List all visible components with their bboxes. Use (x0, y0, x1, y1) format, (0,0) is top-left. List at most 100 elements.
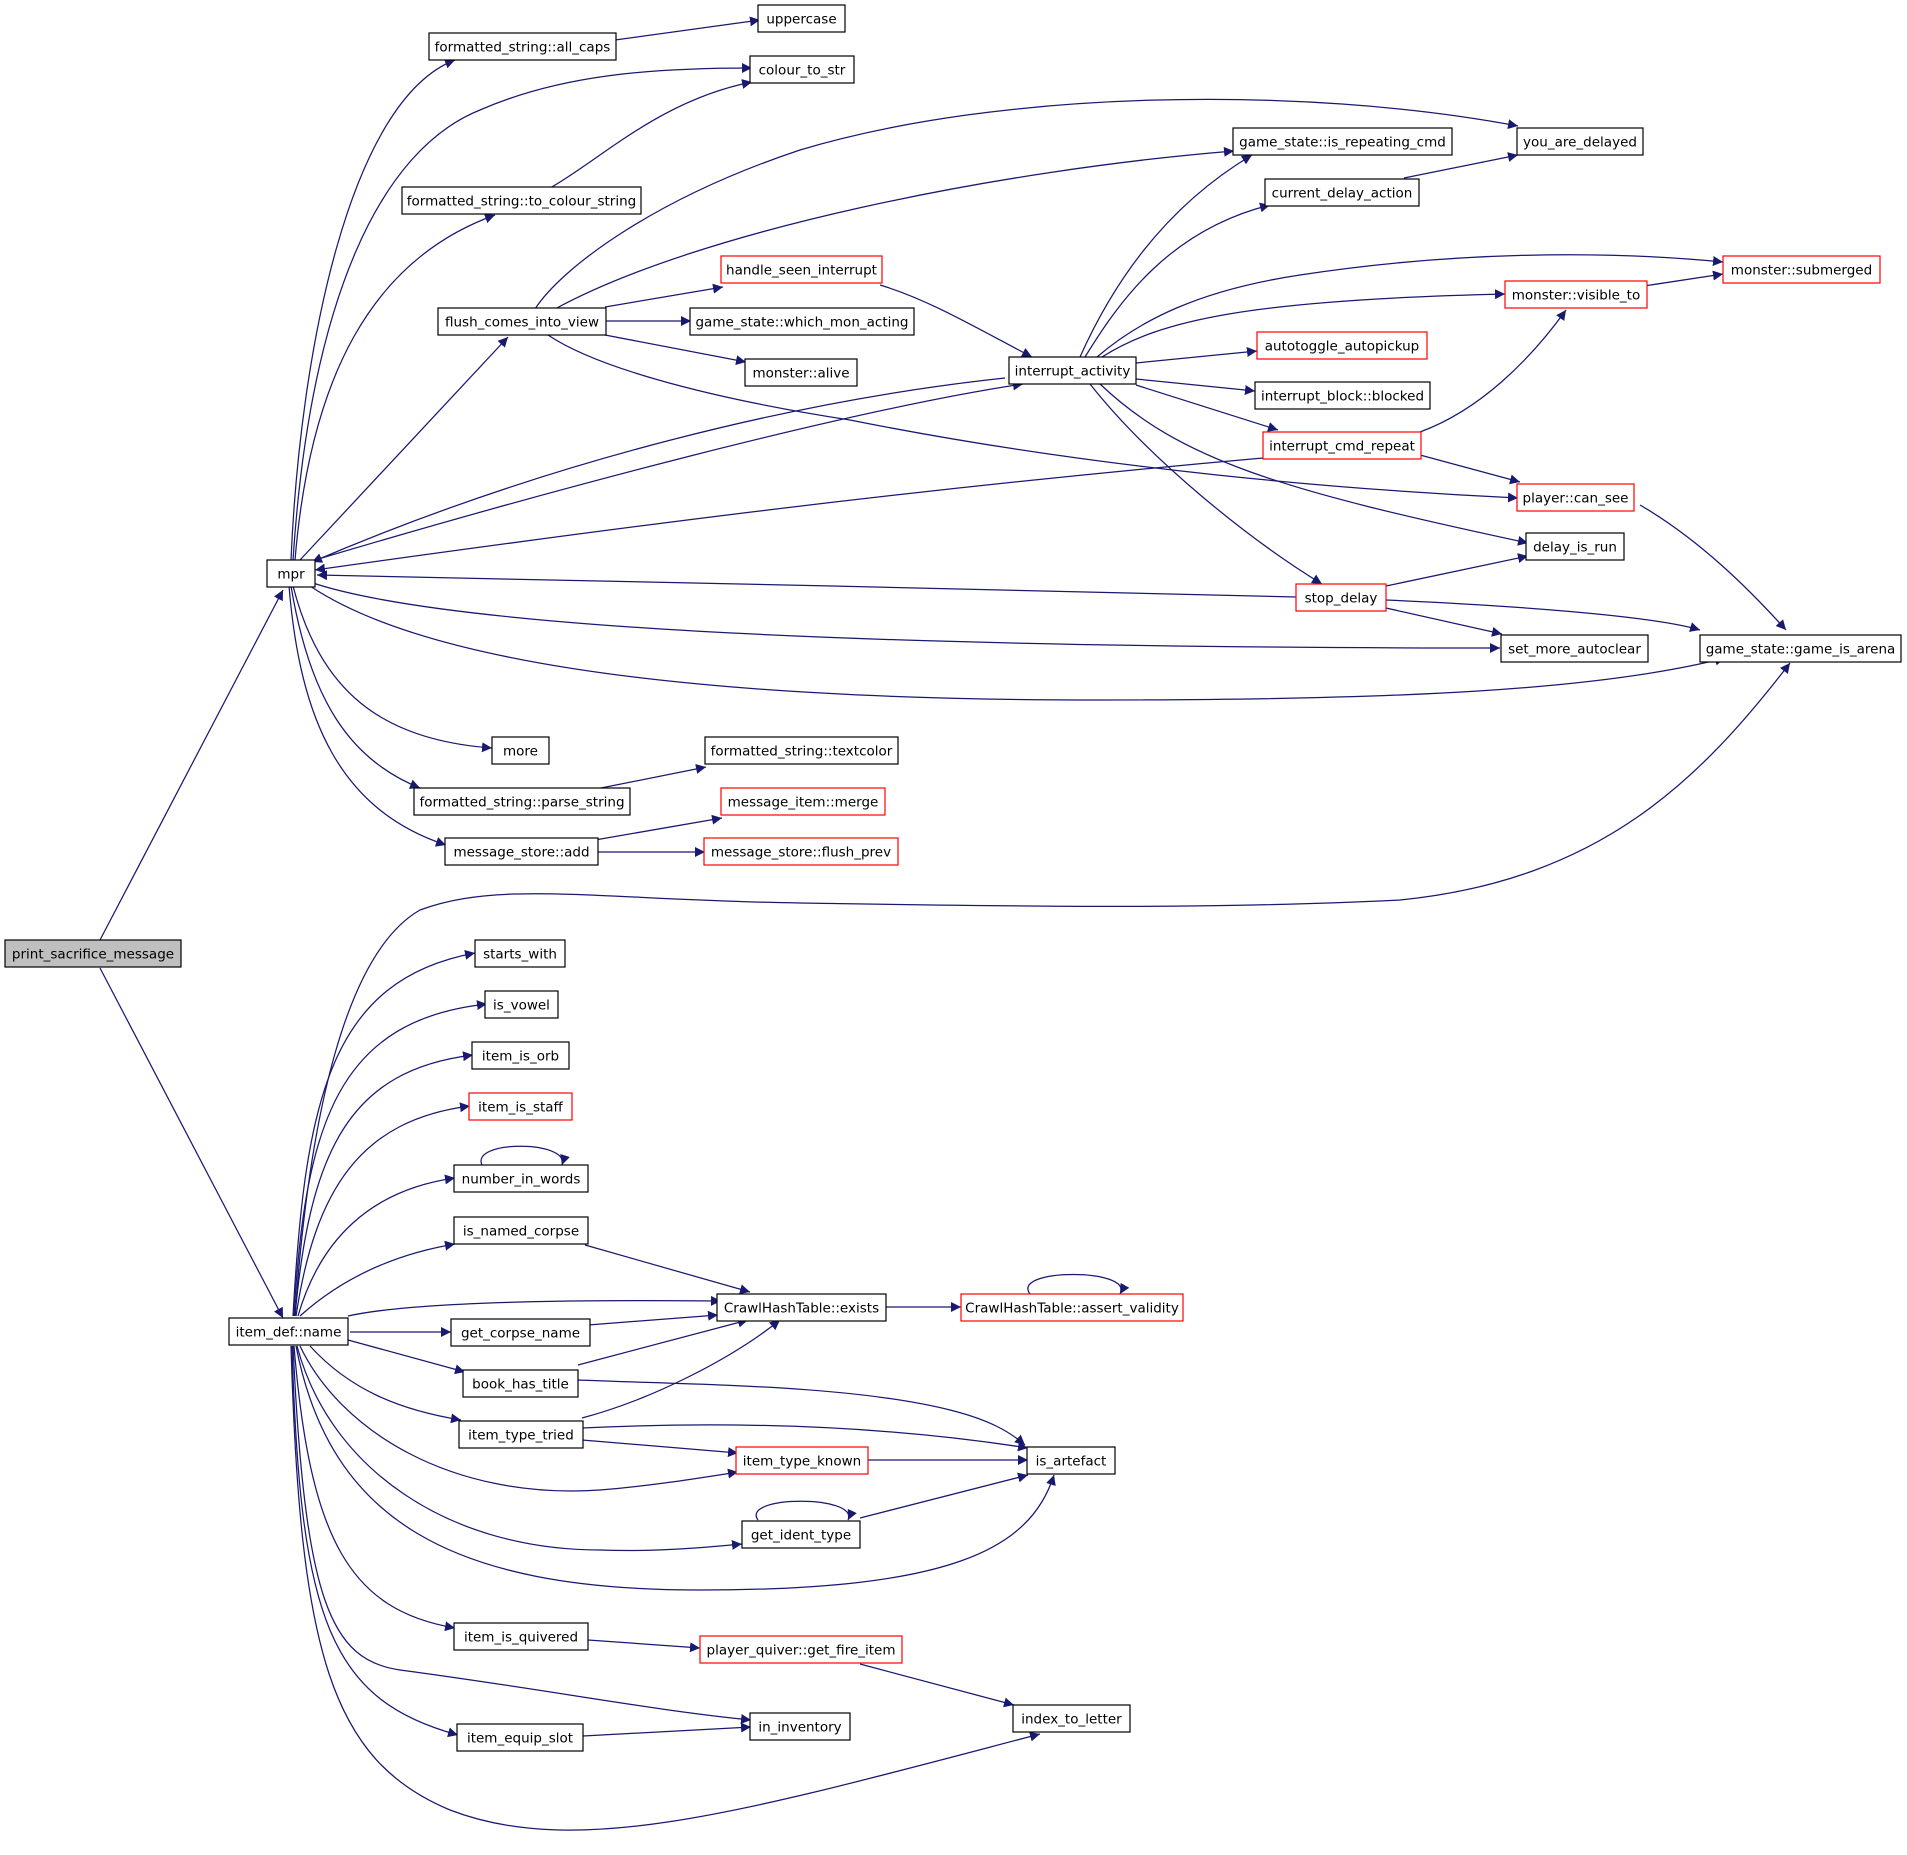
node-to-colour-string[interactable]: formatted_string::to_colour_string (401, 186, 642, 215)
node-label: book_has_title (472, 1377, 569, 1393)
node-mpr[interactable]: mpr (266, 559, 316, 588)
node-label: formatted_string::all_caps (435, 40, 611, 56)
node-is-vowel[interactable]: is_vowel (484, 990, 559, 1019)
node-is-repeating-cmd[interactable]: game_state::is_repeating_cmd (1232, 127, 1453, 156)
node-item-type-known[interactable]: item_type_known (735, 1446, 869, 1475)
node-colour-to-str[interactable]: colour_to_str (749, 55, 855, 84)
edge-interrupt-visibleto (1101, 289, 1506, 358)
node-autotoggle-autopickup[interactable]: autotoggle_autopickup (1256, 331, 1428, 360)
node-is-artefact[interactable]: is_artefact (1026, 1446, 1116, 1475)
edge-mpr-setmore (309, 581, 1501, 653)
node-label: formatted_string::to_colour_string (407, 194, 636, 210)
node-get-ident-type[interactable]: get_ident_type (741, 1520, 861, 1549)
edge-mpr-more (292, 585, 493, 753)
edge-interrupt-cmdrepeat (1135, 384, 1279, 432)
node-flush-comes-into-view[interactable]: flush_comes_into_view (437, 307, 607, 336)
node-message-item-merge[interactable]: message_item::merge (720, 787, 886, 816)
node-label: colour_to_str (759, 63, 846, 79)
node-current-delay-action[interactable]: current_delay_action (1264, 178, 1420, 207)
node-box (474, 939, 566, 968)
node-in-inventory[interactable]: in_inventory (749, 1712, 851, 1741)
edge-identtype-self (755, 1500, 857, 1521)
node-assert-validity[interactable]: CrawlHashTable::assert_validity (960, 1293, 1184, 1322)
edge-stopdelay-delayrun (1385, 553, 1529, 587)
node-print-sacrifice-message[interactable]: print_sacrifice_message (4, 939, 182, 968)
edge-mpr-tocolour (294, 213, 496, 561)
node-item-type-tried[interactable]: item_type_tried (458, 1420, 584, 1449)
edge-flush-repeating (554, 146, 1235, 310)
node-interrupt-cmd-repeat[interactable]: interrupt_cmd_repeat (1262, 431, 1422, 460)
node-box (428, 32, 617, 61)
node-game-is-arena[interactable]: game_state::game_is_arena (1699, 634, 1902, 663)
edge-mpr-colourtostr (292, 63, 753, 561)
node-number-in-words[interactable]: number_in_words (453, 1164, 589, 1193)
node-box (228, 1317, 349, 1346)
node-item-def-name[interactable]: item_def::name (228, 1317, 349, 1346)
node-delay-is-run[interactable]: delay_is_run (1525, 532, 1625, 561)
node-monster-submerged[interactable]: monster::submerged (1722, 255, 1881, 284)
node-label: player::can_see (1523, 491, 1629, 507)
node-label: item_def::name (236, 1325, 342, 1341)
node-box (1254, 381, 1431, 410)
node-message-store-add[interactable]: message_store::add (444, 837, 599, 866)
node-uppercase[interactable]: uppercase (757, 4, 846, 33)
node-box (450, 1318, 591, 1347)
node-box (1516, 483, 1635, 512)
node-crawl-exists[interactable]: CrawlHashTable::exists (716, 1293, 887, 1322)
edge-itemdef-typetried (309, 1345, 462, 1424)
node-item-equip-slot[interactable]: item_equip_slot (456, 1723, 584, 1752)
node-label: index_to_letter (1021, 1712, 1122, 1728)
node-interrupt-activity[interactable]: interrupt_activity (1008, 356, 1137, 385)
node-message-store-flush-prev[interactable]: message_store::flush_prev (703, 837, 899, 866)
node-player-can-see[interactable]: player::can_see (1516, 483, 1635, 512)
node-box (437, 307, 607, 336)
edge-itemdef-staff (295, 1102, 471, 1317)
edge-itemdef-numberwords (297, 1174, 456, 1317)
edge-tocolour-colourtostr (549, 79, 753, 189)
node-set-more-autoclear[interactable]: set_more_autoclear (1500, 634, 1649, 663)
node-you-are-delayed[interactable]: you_are_delayed (1516, 127, 1644, 156)
edge-mpr-arena (309, 585, 1726, 701)
edge-typetried-artefact (581, 1424, 1029, 1452)
node-box (720, 787, 886, 816)
node-box (444, 837, 599, 866)
node-starts-with[interactable]: starts_with (474, 939, 566, 968)
node-interrupt-block-blocked[interactable]: interrupt_block::blocked (1254, 381, 1431, 410)
node-book-has-title[interactable]: book_has_title (462, 1369, 579, 1398)
node-box (1525, 532, 1625, 561)
node-label: delay_is_run (1533, 540, 1617, 556)
node-monster-visible-to[interactable]: monster::visible_to (1504, 280, 1648, 309)
node-label: monster::submerged (1731, 263, 1872, 279)
edge-itemdef-arena (294, 662, 1791, 1317)
node-item-is-staff[interactable]: item_is_staff (468, 1092, 573, 1121)
node-item-is-quivered[interactable]: item_is_quivered (453, 1622, 589, 1651)
node-textcolor[interactable]: formatted_string::textcolor (704, 736, 899, 765)
edge-interrupt-blocked (1135, 378, 1256, 395)
node-label: formatted_string::parse_string (419, 795, 624, 811)
node-is-named-corpse[interactable]: is_named_corpse (453, 1216, 589, 1245)
node-box (1264, 178, 1420, 207)
edge-flush-delayed (534, 98, 1519, 310)
node-label: game_state::game_is_arena (1706, 642, 1896, 658)
node-get-corpse-name[interactable]: get_corpse_name (450, 1318, 591, 1347)
node-label: item_type_known (743, 1454, 861, 1470)
edge-equipslot-ininventory (582, 1722, 752, 1737)
node-all-caps[interactable]: formatted_string::all_caps (428, 32, 617, 61)
node-stop-delay[interactable]: stop_delay (1295, 583, 1387, 612)
node-label: is_named_corpse (463, 1224, 579, 1240)
node-monster-alive[interactable]: monster::alive (744, 358, 858, 387)
edge-corpsename-exists (587, 1310, 719, 1326)
edge-visibleto-submerged (1643, 270, 1724, 287)
node-which-mon-acting[interactable]: game_state::which_mon_acting (689, 307, 915, 336)
node-box (689, 307, 915, 336)
node-parse-string[interactable]: formatted_string::parse_string (413, 787, 631, 816)
node-box (1256, 331, 1428, 360)
node-box (413, 787, 631, 816)
node-index-to-letter[interactable]: index_to_letter (1012, 1704, 1131, 1733)
node-more[interactable]: more (491, 736, 550, 765)
edge-cmdrepeat-mpr (314, 457, 1264, 574)
node-handle-seen-interrupt[interactable]: handle_seen_interrupt (720, 255, 883, 284)
node-item-is-orb[interactable]: item_is_orb (471, 1041, 570, 1070)
node-get-fire-item[interactable]: player_quiver::get_fire_item (699, 1635, 903, 1664)
